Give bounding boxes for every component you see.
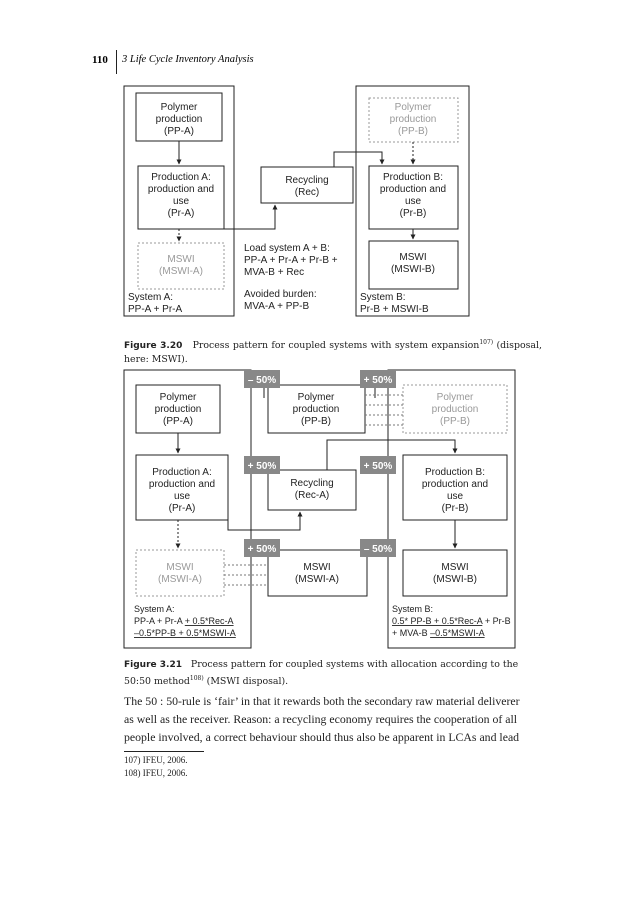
figure-3-21: – 50% + 50% + 50% + 50% + 50% – 50% Poly… (123, 369, 516, 649)
system-b-label: System B:Pr-B + MSWI-B (360, 292, 429, 315)
mswi-a-box (137, 242, 225, 290)
production-a-box-321 (135, 454, 229, 521)
caption-text-end: (MSWI disposal). (203, 676, 289, 688)
mswi-b-box-321 (402, 549, 508, 597)
tag-minus-bottom-right: – 50% (364, 544, 392, 555)
tag-bg-plus-top-right (360, 370, 396, 388)
caption-text: Process pattern for coupled systems with… (192, 340, 480, 352)
system-a-formula-2: –0.5*PP-B + 0.5*MSWI-A (134, 628, 236, 638)
mswi-center-label: MSWI(MSWI-A) (295, 562, 339, 585)
footnote-108: 108) IFEU, 2006. (124, 768, 188, 778)
system-a-frame (123, 85, 235, 317)
avoided-burden-text: Avoided burden:MVA-A + PP-B (244, 289, 317, 312)
running-header: 110 3 Life Cycle Inventory Analysis (92, 50, 552, 74)
tag-bg-plus-bottom-left (244, 539, 280, 557)
polymer-center-box (267, 384, 366, 434)
tag-bg-plus-mid-right (360, 456, 396, 474)
system-a-frame-321 (123, 369, 252, 649)
recycling-label-321: Recycling(Rec-A) (290, 478, 333, 501)
system-a-label: System A:PP-A + Pr-A (128, 292, 183, 315)
recycling-label: Recycling(Rec) (285, 175, 328, 198)
figure-3-20-caption: Figure 3.20 Process pattern for coupled … (124, 336, 542, 367)
mswi-a-label: MSWI(MSWI-A) (159, 254, 203, 277)
mswi-b-box (368, 240, 459, 290)
production-a-box (137, 165, 225, 230)
system-a-title-321: System A: (134, 604, 175, 614)
recycling-box-321 (267, 469, 357, 511)
system-a-formula-1: PP-A + Pr-A + 0.5*Rec-A (134, 616, 234, 626)
caption-label: Figure 3.21 (124, 660, 182, 670)
arrow-pr-a-to-rec-321 (227, 511, 303, 531)
caption-text: Process pattern for coupled systems with… (124, 659, 519, 688)
caption-label: Figure 3.20 (124, 341, 183, 352)
running-title: 3 Life Cycle Inventory Analysis (122, 54, 254, 65)
tag-bg-plus-mid-left (244, 456, 280, 474)
arrow-rec-to-pr-b-321 (326, 439, 458, 470)
system-b-formula-2: + MVA-B –0.5*MSWI-A (392, 628, 485, 638)
body-paragraph: The 50 : 50-rule is ‘fair’ in that it re… (124, 692, 542, 746)
mswi-b-label-321: MSWI(MSWI-B) (433, 562, 477, 585)
body-line: The 50 : 50-rule is ‘fair’ in that it re… (124, 694, 520, 708)
page-number: 110 (92, 54, 108, 66)
body-line: people involved, a correct behaviour sho… (124, 730, 520, 744)
mswi-b-label: MSWI(MSWI-B) (391, 252, 435, 275)
mswi-a-dashed-label: MSWI(MSWI-A) (158, 562, 202, 585)
tag-plus-mid-left: + 50% (248, 461, 277, 472)
caption-ref: 107) (479, 339, 494, 346)
footnotes: 107) IFEU, 2006. 108) IFEU, 2006. (124, 754, 188, 780)
recycling-box (260, 166, 354, 204)
system-b-title-321: System B: (392, 604, 433, 614)
arrow-pr-a-to-rec (224, 204, 278, 230)
tag-bg-minus-bottom-right (360, 539, 396, 557)
header-divider (116, 50, 117, 74)
caption-text-end: (disposal, here: MSWI). (124, 340, 542, 366)
system-b-frame (355, 85, 470, 317)
tag-plus-bottom-left: + 50% (248, 544, 277, 555)
tag-plus-top-right: + 50% (364, 375, 393, 386)
load-system-text: Load system A + B:PP-A + Pr-A + Pr-B +MV… (244, 243, 338, 278)
system-b-frame-321 (387, 369, 516, 649)
system-b-formula-1: 0.5* PP-B + 0.5*Rec-A + Pr-B (392, 616, 511, 626)
allocation-tags (244, 370, 396, 557)
tag-minus-top-left: – 50% (248, 375, 276, 386)
mswi-a-dashed-box (135, 549, 225, 597)
footnote-rule (124, 751, 204, 752)
figure-3-21-caption: Figure 3.21 Process pattern for coupled … (124, 658, 542, 689)
footnote-107: 107) IFEU, 2006. (124, 755, 188, 765)
mswi-center-box (267, 549, 368, 597)
arrow-rec-to-pr-b (333, 151, 385, 167)
tag-plus-mid-right: + 50% (364, 461, 393, 472)
tag-bg-minus-top-left (244, 370, 280, 388)
body-line: as well as the receiver. Reason: a recyc… (124, 712, 518, 726)
caption-ref: 108) (189, 675, 204, 682)
polymer-b-box-321 (402, 384, 508, 434)
